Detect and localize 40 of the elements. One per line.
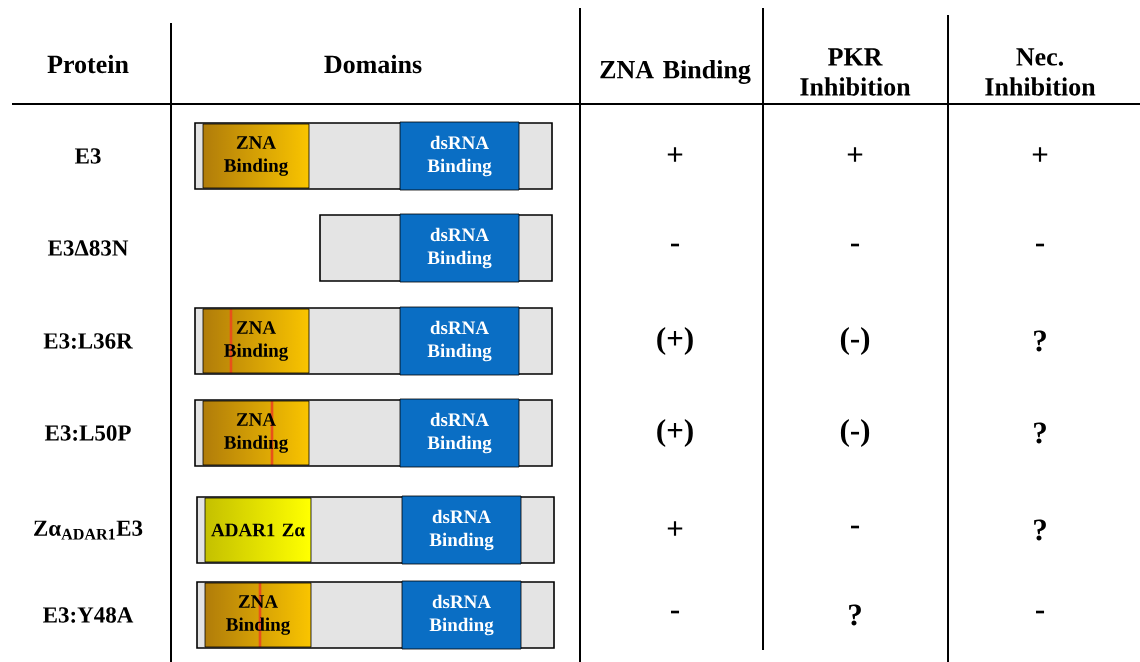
column-header: Protein xyxy=(47,54,129,74)
protein-name: E3:Y48A xyxy=(43,607,134,623)
result-symbol: ? xyxy=(1034,330,1046,352)
result-symbol: - xyxy=(1036,610,1045,614)
domain-box: dsRNA Binding xyxy=(401,495,522,565)
domain-box: dsRNA Binding xyxy=(401,580,522,650)
result-symbol: (-) xyxy=(840,326,870,356)
domain-box: dsRNA Binding xyxy=(399,213,520,283)
result-symbol: + xyxy=(667,521,683,536)
column-header: ZNA Binding xyxy=(600,60,751,84)
domain-box: ZNA Binding xyxy=(202,308,310,374)
domain-box: dsRNA Binding xyxy=(399,398,520,468)
domain-box: ZNA Binding xyxy=(204,582,312,648)
result-symbol: ? xyxy=(1034,519,1046,541)
domain-box: ADAR1 Zα xyxy=(204,497,312,563)
column-header: PKR Inhibition xyxy=(800,48,911,96)
result-symbol: (+) xyxy=(657,418,693,448)
result-symbol: + xyxy=(667,147,683,162)
column-header: Domains xyxy=(324,54,422,74)
result-symbol: ? xyxy=(849,604,861,626)
result-symbol: (+) xyxy=(657,326,693,356)
protein-name: E3:L50P xyxy=(44,425,131,441)
domain-box: ZNA Binding xyxy=(202,123,310,189)
result-symbol: - xyxy=(1036,243,1045,247)
protein-name: E3Δ83N xyxy=(47,240,129,256)
domain-box: dsRNA Binding xyxy=(399,121,520,191)
protein-name: E3:L36R xyxy=(43,333,133,349)
result-symbol: + xyxy=(847,147,863,162)
result-symbol: - xyxy=(851,525,860,529)
result-symbol: - xyxy=(851,243,860,247)
result-symbol: - xyxy=(671,243,680,247)
result-symbol: - xyxy=(671,610,680,614)
result-symbol: (-) xyxy=(840,418,870,448)
domain-box: ZNA Binding xyxy=(202,400,310,466)
domain-box: dsRNA Binding xyxy=(399,306,520,376)
protein-name: Zα$_{ADAR1}$E3 xyxy=(34,520,143,540)
result-symbol: + xyxy=(1032,147,1048,162)
column-header: Nec. Inhibition xyxy=(985,48,1096,96)
result-symbol: ? xyxy=(1034,422,1046,444)
protein-name: E3 xyxy=(75,148,101,164)
